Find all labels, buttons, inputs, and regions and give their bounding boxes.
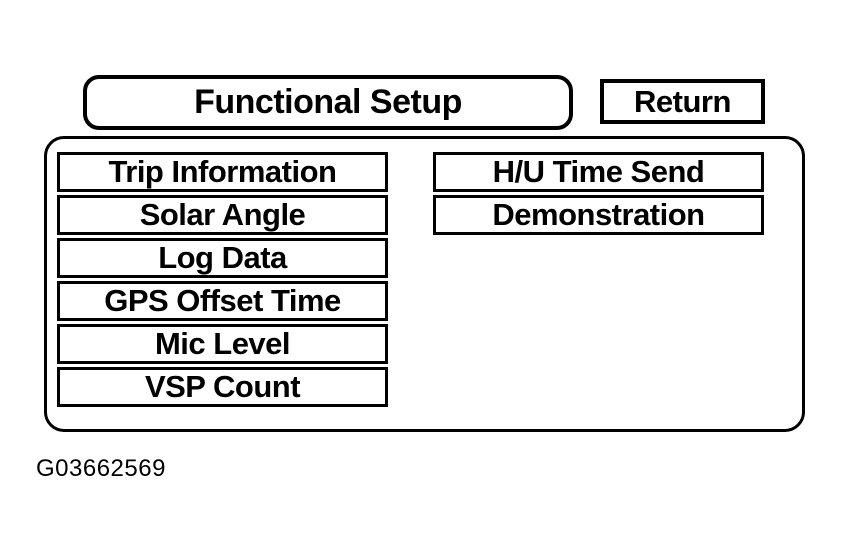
- button-mic-level[interactable]: Mic Level: [57, 324, 388, 364]
- button-hu-time-send[interactable]: H/U Time Send: [433, 152, 764, 192]
- button-vsp-count[interactable]: VSP Count: [57, 367, 388, 407]
- button-demonstration[interactable]: Demonstration: [433, 195, 764, 235]
- menu-column-right: H/U Time Send Demonstration: [433, 152, 764, 235]
- return-button[interactable]: Return: [600, 79, 765, 124]
- figure-id-caption: G03662569: [36, 455, 166, 482]
- button-log-data[interactable]: Log Data: [57, 238, 388, 278]
- button-solar-angle[interactable]: Solar Angle: [57, 195, 388, 235]
- menu-column-left: Trip Information Solar Angle Log Data GP…: [57, 152, 388, 407]
- button-trip-information[interactable]: Trip Information: [57, 152, 388, 192]
- screen-title: Functional Setup: [83, 75, 573, 130]
- button-gps-offset-time[interactable]: GPS Offset Time: [57, 281, 388, 321]
